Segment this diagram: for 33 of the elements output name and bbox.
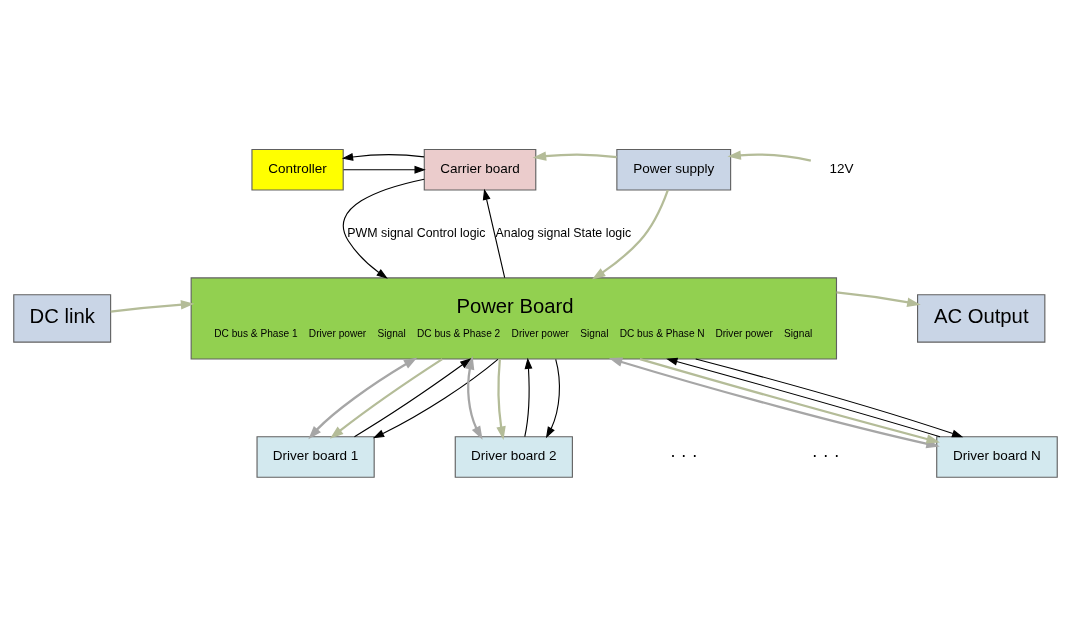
arrow	[524, 357, 533, 437]
arrow	[372, 358, 499, 438]
arrow	[329, 357, 443, 439]
arrow	[695, 358, 964, 437]
arrow	[353, 357, 472, 437]
node-box: Power supply	[616, 148, 732, 191]
arrow	[532, 150, 617, 161]
node-text: 12V	[829, 160, 854, 176]
arrow	[308, 356, 418, 439]
arrow	[465, 355, 483, 440]
arrow	[666, 357, 941, 437]
arrow	[836, 290, 921, 307]
label: · · ·	[669, 444, 698, 465]
node-box: AC Output	[917, 293, 1046, 343]
node-box: Carrier board	[423, 148, 537, 191]
node-box: Driver board N	[936, 435, 1058, 478]
node-box: Controller	[251, 148, 344, 191]
node-box: Driver board 2	[454, 435, 573, 478]
label: · · ·	[811, 444, 840, 465]
arrow	[545, 358, 560, 438]
edge-label: Analog signal State logic	[495, 225, 632, 240]
node-box: DC link	[13, 293, 112, 343]
arrow	[343, 165, 426, 174]
arrow	[727, 149, 812, 162]
node-box: Power Board DC bus & Phase 1 Driver power Signal DC bus & Phase 2 Driver power Signal DC bus & Phase N Driver power Signal	[190, 276, 838, 360]
arrow	[342, 178, 425, 279]
arrow	[482, 188, 506, 278]
edge-label: PWM signal Control logic	[347, 225, 486, 240]
arrow	[591, 189, 669, 280]
arrow	[496, 358, 506, 440]
arrow	[110, 299, 195, 313]
arrow	[341, 152, 425, 161]
node-box: Driver board 1	[256, 435, 375, 478]
